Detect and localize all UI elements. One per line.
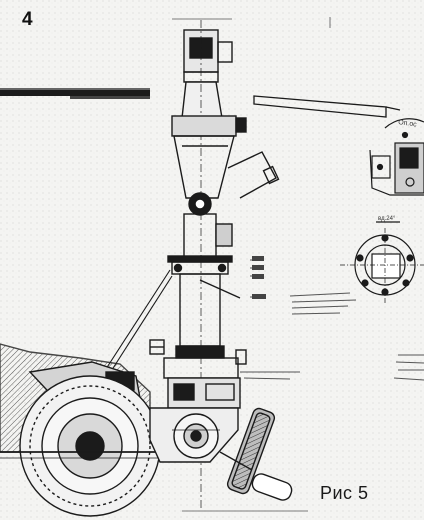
right-detail-top bbox=[369, 118, 424, 196]
central-column bbox=[149, 20, 280, 510]
upper-right-label: Оп.ос bbox=[398, 119, 418, 129]
right-notes bbox=[240, 259, 424, 381]
left-housing bbox=[0, 343, 161, 517]
page-number: 4 bbox=[22, 9, 33, 30]
upper-right-arm bbox=[253, 95, 401, 118]
border-rules bbox=[172, 17, 331, 512]
column-annotations bbox=[252, 256, 266, 299]
svg-text:вд.24°: вд.24° bbox=[378, 216, 396, 222]
figure-caption: Рис 5 bbox=[320, 483, 369, 503]
support-line bbox=[103, 269, 173, 377]
left-scan-bar bbox=[0, 88, 150, 99]
right-flange-view: вд.24° bbox=[340, 216, 424, 305]
handwheel-assembly bbox=[149, 407, 293, 501]
